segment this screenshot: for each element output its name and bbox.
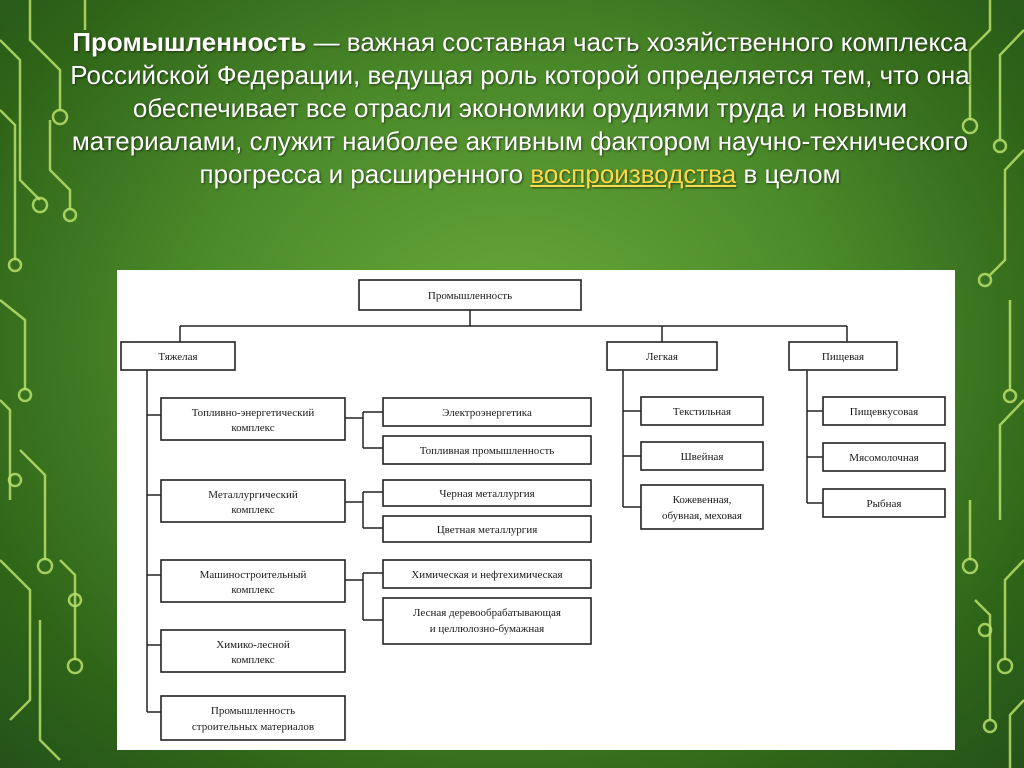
node-chemical-petrochemical: Химическая и нефтехимическая xyxy=(382,559,592,589)
node-machine-building-complex-line1: Машиностроительный xyxy=(200,569,307,581)
node-fuel-energy-complex-line2: комплекс xyxy=(231,422,274,434)
reproduction-link[interactable]: воспроизводства xyxy=(530,159,737,189)
intro-term: Промышленность xyxy=(72,27,307,57)
node-food-flavoring: Пищевкусовая xyxy=(822,396,946,426)
node-fuel-industry: Топливная промышленность xyxy=(382,435,592,465)
node-textile-label: Текстильная xyxy=(673,406,731,418)
node-machine-building-complex-line2: комплекс xyxy=(231,584,274,596)
node-chemical-forest-complex-line2: комплекс xyxy=(231,654,274,666)
node-ferrous-metallurgy-label: Черная металлургия xyxy=(439,488,534,500)
node-meat-dairy: Мясомолочная xyxy=(822,442,946,472)
node-fuel-energy-complex-line1: Топливно-энергетический xyxy=(192,407,315,419)
node-machine-building-complex: Машиностроительный комплекс xyxy=(160,559,346,603)
node-building-materials-line2: строительных материалов xyxy=(192,721,314,733)
node-fish: Рыбная xyxy=(822,488,946,518)
node-metallurgy-complex-line1: Металлургический xyxy=(208,489,298,501)
node-metallurgy-complex: Металлургический комплекс xyxy=(160,479,346,523)
node-chemical-forest-complex: Химико-лесной комплекс xyxy=(160,629,346,673)
node-light-label: Легкая xyxy=(646,351,678,363)
node-industry-root-label: Промышленность xyxy=(428,290,512,302)
node-fish-label: Рыбная xyxy=(867,498,902,510)
node-fuel-energy-complex: Топливно-энергетический комплекс xyxy=(160,397,346,441)
intro-text-end: в целом xyxy=(736,159,841,189)
node-power-engineering: Электроэнергетика xyxy=(382,397,592,427)
node-chemical-forest-complex-line1: Химико-лесной xyxy=(216,639,290,651)
node-building-materials-line1: Промышленность xyxy=(211,705,295,717)
node-nonferrous-metallurgy-label: Цветная металлургия xyxy=(437,524,538,536)
node-sewing: Швейная xyxy=(640,441,764,471)
node-heavy-label: Тяжелая xyxy=(158,351,197,363)
node-forest-pulp-paper-line2: и целлюлозно-бумажная xyxy=(430,623,544,635)
node-forest-pulp-paper: Лесная деревообрабатывающая и целлюлозно… xyxy=(382,597,592,645)
node-metallurgy-complex-line2: комплекс xyxy=(231,504,274,516)
node-ferrous-metallurgy: Черная металлургия xyxy=(382,479,592,507)
node-food-flavoring-label: Пищевкусовая xyxy=(850,406,918,418)
node-food-label: Пищевая xyxy=(822,351,864,363)
node-light: Легкая xyxy=(606,341,718,371)
node-nonferrous-metallurgy: Цветная металлургия xyxy=(382,515,592,543)
node-leather-shoe-fur: Кожевенная, обувная, меховая xyxy=(640,484,764,530)
node-textile: Текстильная xyxy=(640,396,764,426)
diagram-connectors xyxy=(146,310,848,713)
node-fuel-industry-label: Топливная промышленность xyxy=(420,445,555,457)
node-leather-shoe-fur-line1: Кожевенная, xyxy=(673,494,732,506)
industry-structure-diagram: Промышленность Тяжелая Легкая Пищевая То… xyxy=(117,270,955,750)
node-heavy: Тяжелая xyxy=(120,341,236,371)
node-chemical-petrochemical-label: Химическая и нефтехимическая xyxy=(411,569,562,581)
node-industry-root: Промышленность xyxy=(358,279,582,311)
node-leather-shoe-fur-line2: обувная, меховая xyxy=(662,510,742,522)
intro-paragraph: Промышленность — важная составная часть … xyxy=(70,26,970,191)
node-sewing-label: Швейная xyxy=(681,451,724,463)
node-building-materials: Промышленность строительных материалов xyxy=(160,695,346,741)
node-power-engineering-label: Электроэнергетика xyxy=(442,407,532,419)
node-forest-pulp-paper-line1: Лесная деревообрабатывающая xyxy=(413,607,561,619)
node-meat-dairy-label: Мясомолочная xyxy=(849,452,918,464)
intro-text: важная составная часть хозяйственного ко… xyxy=(70,27,970,189)
intro-dash: — xyxy=(306,27,347,57)
node-food: Пищевая xyxy=(788,341,898,371)
